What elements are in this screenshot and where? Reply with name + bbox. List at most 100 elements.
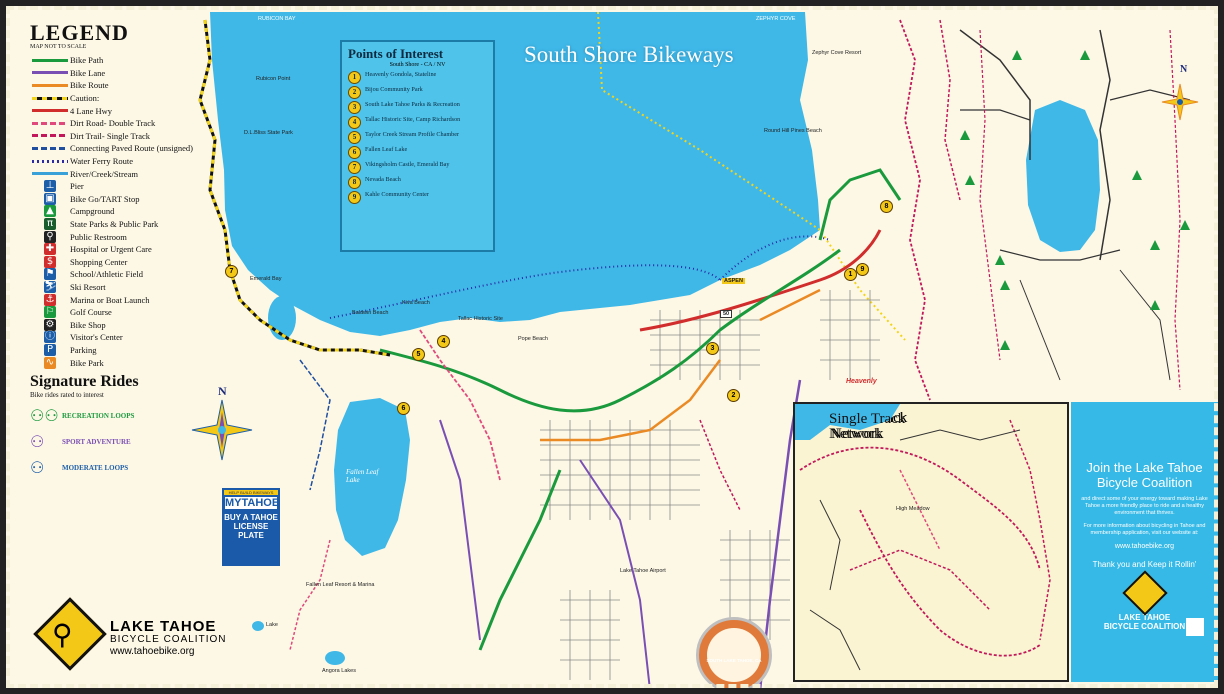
- legend-line-swatch: [32, 146, 68, 150]
- poi-label: Bijou Community Park: [365, 86, 423, 93]
- bike-shop-icon: ⚙: [30, 318, 70, 331]
- poi-number-badge: 4: [348, 116, 361, 129]
- poi-pin-3[interactable]: 3: [706, 342, 719, 355]
- plate-cta-line2: LICENSE PLATE: [233, 522, 269, 540]
- poi-label: South Lake Tahoe Parks & Recreation: [365, 101, 460, 108]
- poi-pin-6[interactable]: 6: [397, 402, 410, 415]
- picnic-table-icon: π: [30, 218, 70, 231]
- coalition-logo[interactable]: ⚲ LAKE TAHOE BICYCLE COALITION www.tahoe…: [30, 597, 230, 671]
- coalition-panel: Join the Lake Tahoe Bicycle Coalition an…: [1071, 402, 1218, 682]
- compass-rose-right: [1161, 83, 1199, 121]
- legend-item: Dirt Road- Double Track: [30, 117, 230, 130]
- poi-pin-1[interactable]: 1: [844, 268, 857, 281]
- bike-path-south: [478, 469, 562, 651]
- poi-pin-2[interactable]: 2: [727, 389, 740, 402]
- poi-number-badge: 3: [348, 101, 361, 114]
- regional-network: [959, 29, 1191, 391]
- poi-pin-8[interactable]: 8: [880, 200, 893, 213]
- ski-icon: ⛷: [44, 280, 57, 293]
- label-zephyr-cove: ZEPHYR COVE: [756, 16, 796, 22]
- restroom-icon: ⚲: [44, 230, 56, 243]
- label-dl-bliss: D.L.Bliss State Park: [244, 130, 293, 136]
- signature-ride-moderate[interactable]: ⚇ MODERATE LOOPS: [30, 455, 230, 481]
- label-heavenly: Heavenly: [846, 378, 877, 385]
- legend-line-swatch: [32, 134, 68, 138]
- emerald-bay-water: [240, 248, 290, 274]
- signature-ride-recreation[interactable]: ⚇⚇ RECREATION LOOPS: [30, 403, 230, 429]
- label-lake: Lake: [266, 622, 278, 628]
- compass-north-left: N: [218, 384, 227, 398]
- legend-item: $Shopping Center: [30, 255, 230, 269]
- legend-item-label: Shopping Center: [70, 256, 128, 267]
- plate-name: MYTAHOE: [225, 497, 280, 509]
- signature-ride-sport[interactable]: ⚇ SPORT ADVENTURE: [30, 429, 230, 455]
- legend-item-label: Bike Route: [70, 80, 109, 91]
- poi-pin-7[interactable]: 7: [225, 265, 238, 278]
- bike-shop-icon: ⚙: [44, 318, 56, 331]
- tent-icon: ▲: [30, 205, 70, 218]
- legend-item: Bike Path: [30, 54, 230, 67]
- legend-item-label: Marina or Boat Launch: [70, 294, 150, 305]
- legend-item-label: Bike Path: [70, 55, 104, 66]
- legend-item: Connecting Paved Route (unsigned): [30, 142, 230, 155]
- poi-number-badge: 8: [348, 176, 361, 189]
- legend-item: ⛷Ski Resort: [30, 280, 230, 294]
- hospital-icon: ✚: [44, 243, 56, 256]
- coalition-body: and direct some of your energy toward ma…: [1081, 496, 1208, 516]
- legend-item: Caution:: [30, 92, 230, 105]
- legend-item-label: Bike Park: [70, 357, 104, 368]
- golf-flag-icon: ⚐: [44, 306, 56, 319]
- label-tallac: Tallac Historic Site: [458, 316, 503, 322]
- poi-heading: Points of Interest: [348, 46, 444, 61]
- legend-line-swatch: [32, 96, 68, 100]
- poi-pin-9[interactable]: 9: [856, 263, 869, 276]
- bike-route-1: [540, 359, 721, 442]
- poi-pin-4[interactable]: 4: [437, 335, 450, 348]
- label-fallen-leaf-resort: Fallen Leaf Resort & Marina: [306, 582, 375, 588]
- logo-url[interactable]: www.tahoebike.org: [110, 646, 195, 657]
- inset-title-line2: Network: [829, 426, 882, 442]
- label-round-hill-pines: Round Hill Pines Beach: [764, 128, 822, 134]
- route-50-shield: 50: [720, 310, 733, 318]
- label-baldwin-beach: Baldwin Beach: [352, 310, 389, 316]
- anchor-icon: ⚓: [30, 293, 70, 306]
- poi-number-badge: 9: [348, 191, 361, 204]
- signature-ride-label: SPORT ADVENTURE: [62, 437, 131, 446]
- bike-park-icon: ∿: [44, 356, 56, 369]
- legend-line-icon: [30, 155, 70, 167]
- legend-item: ▣Bike Go/TART Stop: [30, 192, 230, 206]
- coalition-url[interactable]: www.tahoebike.org: [1114, 543, 1175, 550]
- label-aspen: ASPEN: [722, 278, 745, 284]
- poi-number-badge: 7: [348, 161, 361, 174]
- poi-label: Kahle Community Center: [365, 191, 429, 198]
- signature-heading: Signature Rides: [30, 372, 139, 390]
- tent-icon: ▲: [44, 205, 56, 218]
- poi-list-item[interactable]: 3 South Lake Tahoe Parks & Recreation: [348, 101, 487, 114]
- poi-pin-5[interactable]: 5: [412, 348, 425, 361]
- info-icon: ⓘ: [44, 331, 56, 344]
- poi-list-item[interactable]: 9 Kahle Community Center: [348, 191, 487, 204]
- label-pope-beach: Pope Beach: [518, 336, 548, 342]
- hospital-icon: ✚: [30, 243, 70, 256]
- legend-subheading: MAP NOT TO SCALE: [30, 44, 87, 50]
- legend-line-icon: [30, 168, 70, 180]
- legend-item: 4 Lane Hwy: [30, 104, 230, 117]
- fallen-leaf-lake-water: [334, 398, 410, 556]
- dirt-trail-4: [289, 539, 331, 651]
- inset-map-canvas: Single Track Network: [795, 404, 1051, 671]
- bicycle-icon: ⚲: [52, 618, 73, 651]
- urban-grid: [540, 290, 880, 680]
